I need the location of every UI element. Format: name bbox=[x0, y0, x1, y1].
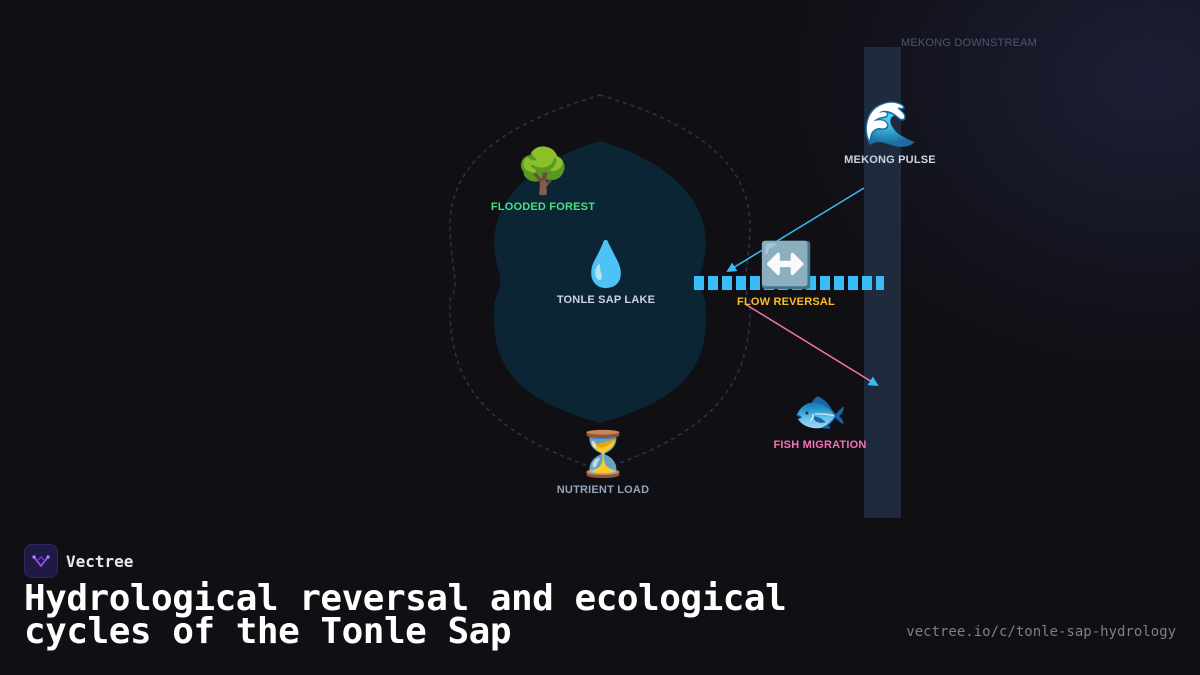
node-mekong-pulse: 🌊 MEKONG PULSE bbox=[844, 100, 936, 166]
brand: Vectree bbox=[24, 544, 133, 578]
nutrient-load-label: NUTRIENT LOAD bbox=[556, 484, 650, 496]
node-nutrient-load: ⏳ NUTRIENT LOAD bbox=[557, 430, 649, 496]
page-title: Hydrological reversal and ecological cyc… bbox=[24, 578, 787, 652]
floodplain-outline bbox=[449, 94, 751, 471]
lake-body bbox=[494, 141, 706, 423]
node-tonle-sap-lake: 💧 TONLE SAP LAKE bbox=[557, 240, 655, 306]
vectree-logo-icon bbox=[24, 544, 58, 578]
node-flow-reversal: ↔️ FLOW REVERSAL bbox=[737, 241, 835, 308]
arrow-pulse-to-lake bbox=[726, 187, 865, 273]
mekong-pulse-label: MEKONG PULSE bbox=[844, 154, 936, 166]
tree-icon: 🌳 bbox=[515, 147, 571, 196]
flow-reversal-label: FLOW REVERSAL bbox=[737, 296, 835, 308]
wave-icon: 🌊 bbox=[862, 100, 918, 149]
droplet-icon: 💧 bbox=[578, 240, 634, 289]
brand-name: Vectree bbox=[66, 551, 134, 571]
fish-migration-label: FISH MIGRATION bbox=[773, 439, 867, 451]
left-right-arrow-icon: ↔️ bbox=[758, 241, 814, 290]
channel-label: MEKONG DOWNSTREAM bbox=[901, 37, 1038, 49]
node-fish-migration: 🐟 FISH MIGRATION bbox=[773, 387, 866, 451]
fish-icon: 🐟 bbox=[792, 387, 848, 436]
arrow-reversal-to-downstream bbox=[744, 303, 879, 387]
node-flooded-forest: 🌳 FLOODED FOREST bbox=[491, 147, 595, 213]
source-url[interactable]: vectree.io/c/tonle-sap-hydrology bbox=[906, 624, 1176, 640]
tonle-sap-lake-label: TONLE SAP LAKE bbox=[556, 294, 656, 306]
hourglass-icon: ⏳ bbox=[575, 430, 631, 479]
flooded-forest-label: FLOODED FOREST bbox=[490, 201, 596, 213]
